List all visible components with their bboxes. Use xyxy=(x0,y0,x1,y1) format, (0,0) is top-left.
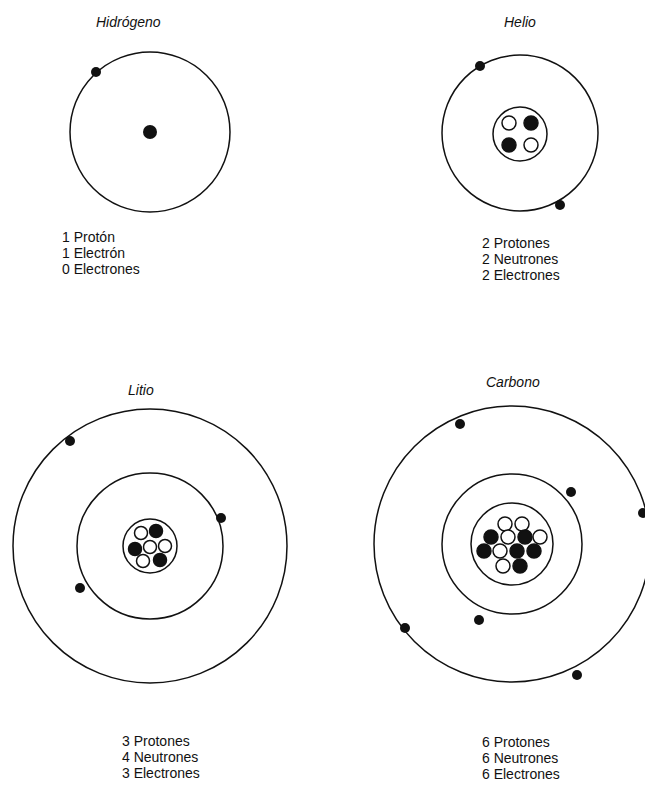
particle-count: 2 Electrones xyxy=(482,267,560,283)
nucleus-outline xyxy=(123,519,177,573)
orbit xyxy=(77,473,223,619)
particle-count: 2 Neutrones xyxy=(482,251,558,267)
nucleus xyxy=(502,116,538,152)
orbit xyxy=(442,55,598,211)
nucleus xyxy=(477,517,547,573)
orbit xyxy=(13,409,287,683)
atom-name: Hidrógeno xyxy=(96,14,161,30)
particle-count: 6 Protones xyxy=(482,734,550,750)
atom-name: Helio xyxy=(504,14,536,30)
orbit xyxy=(442,474,582,614)
nucleus-outline xyxy=(471,503,553,585)
proton xyxy=(143,125,157,139)
particle-count: 4 Neutrones xyxy=(122,749,198,765)
particle-count: 1 Electrón xyxy=(62,245,125,261)
nucleus xyxy=(129,525,172,568)
atom-name: Carbono xyxy=(486,374,540,390)
particle-count: 6 Neutrones xyxy=(482,750,558,766)
orbit xyxy=(70,52,230,212)
particle-count: 1 Protón xyxy=(62,229,115,245)
particle-count: 6 Electrones xyxy=(482,766,560,782)
atom-name: Litio xyxy=(128,382,154,398)
particle-count: 2 Protones xyxy=(482,235,550,251)
particle-count: 3 Electrones xyxy=(122,765,200,781)
particle-count: 3 Protones xyxy=(122,733,190,749)
nucleus-outline xyxy=(493,107,547,161)
orbit xyxy=(374,406,645,682)
particle-count: 0 Electrones xyxy=(62,261,140,277)
electrons xyxy=(65,61,645,680)
